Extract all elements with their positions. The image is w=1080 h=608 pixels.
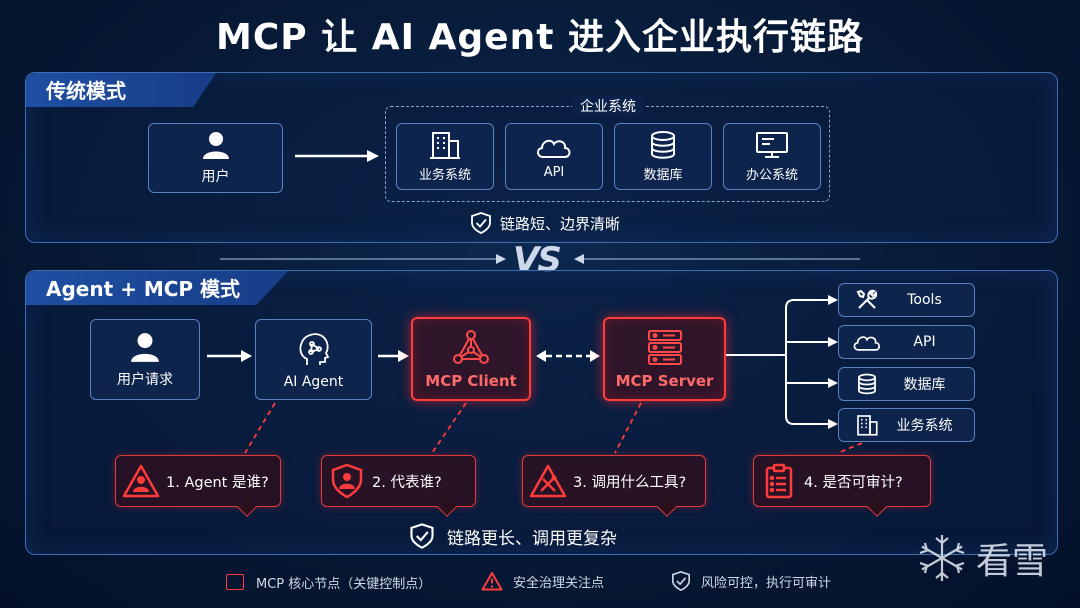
snowflake-icon <box>919 535 965 581</box>
target-database: 数据库 <box>838 367 975 401</box>
clipboard-icon <box>754 463 804 499</box>
arrow-agent-to-client <box>378 350 409 362</box>
ai-head-icon <box>299 332 329 365</box>
question-bubble-1: 1. Agent 是谁? <box>115 455 281 507</box>
arrow-user-to-systems <box>295 150 379 162</box>
system-business: 业务系统 <box>396 123 494 190</box>
arrow-client-server-bidirectional <box>536 350 600 362</box>
tools-icon <box>839 288 895 312</box>
target-tools: Tools <box>838 283 975 317</box>
system-database-label: 数据库 <box>643 168 683 183</box>
database-icon <box>839 372 895 396</box>
traditional-summary: 链路短、边界清晰 <box>470 211 620 235</box>
question-bubble-2: 2. 代表谁? <box>321 455 476 507</box>
question-1-label: 1. Agent 是谁? <box>166 474 269 491</box>
system-office: 办公系统 <box>723 123 821 190</box>
mcp-server-label: MCP Server <box>615 372 714 390</box>
mcp-server-node: MCP Server <box>603 317 726 401</box>
agent-mcp-mode-tab: Agent + MCP 模式 <box>26 271 288 305</box>
server-icon <box>647 330 682 365</box>
shield-check-icon <box>410 523 434 549</box>
database-icon <box>651 131 675 159</box>
shield-user-icon <box>322 463 372 499</box>
agent-mode-summary: 链路更长、调用更复杂 <box>409 521 617 551</box>
legend-risk-controlled-label: 风险可控，执行可审计 <box>701 575 832 591</box>
warning-user-icon <box>116 464 166 498</box>
watermark-label: 看雪 <box>976 541 1049 582</box>
traditional-user-label: 用户 <box>201 169 230 185</box>
server-to-targets-connector <box>726 295 838 429</box>
traditional-user-node: 用户 <box>148 123 283 193</box>
traditional-mode-tab: 传统模式 <box>26 73 216 107</box>
traditional-summary-label: 链路短、边界清晰 <box>500 214 621 233</box>
system-database: 数据库 <box>614 123 712 190</box>
user-icon <box>131 332 159 362</box>
target-api-label: API <box>913 334 936 350</box>
ai-agent-node: AI Agent <box>255 319 372 400</box>
arrow-user-to-agent <box>207 350 252 362</box>
enterprise-systems-title: 企业系统 <box>572 96 644 116</box>
ai-agent-label: AI Agent <box>283 373 344 390</box>
target-api: API <box>838 325 975 359</box>
target-database-label: 数据库 <box>903 377 946 393</box>
warning-tools-icon <box>523 464 573 498</box>
shield-check-icon <box>672 571 690 591</box>
legend-security-focus-label: 安全治理关注点 <box>513 575 605 591</box>
question-bubble-3: 3. 调用什么工具? <box>522 455 706 507</box>
red-square-icon <box>226 574 244 590</box>
page-title: MCP 让 AI Agent 进入企业执行链路 <box>216 17 864 58</box>
target-business-label: 业务系统 <box>896 418 953 434</box>
building-icon <box>839 413 895 437</box>
watermark: 看雪 <box>916 532 1048 584</box>
system-api-label: API <box>543 165 565 180</box>
legend-core-node: MCP 核心节点（关键控制点） <box>226 572 431 592</box>
vs-divider-lines <box>220 254 860 264</box>
question-bubble-4: 4. 是否可审计? <box>753 455 931 507</box>
question-4-label: 4. 是否可审计? <box>804 474 903 491</box>
monitor-icon <box>756 132 788 158</box>
target-tools-label: Tools <box>907 292 942 308</box>
system-api: API <box>505 123 603 190</box>
shield-check-icon <box>471 212 491 234</box>
legend-core-node-label: MCP 核心节点（关键控制点） <box>256 576 432 592</box>
question-3-label: 3. 调用什么工具? <box>573 474 687 491</box>
network-icon <box>453 330 489 364</box>
target-business: 业务系统 <box>838 408 975 442</box>
legend-security-focus: 安全治理关注点 <box>481 571 604 591</box>
user-request-node: 用户请求 <box>90 319 200 400</box>
building-icon <box>430 132 460 159</box>
system-office-label: 办公系统 <box>745 168 798 183</box>
system-business-label: 业务系统 <box>418 168 471 183</box>
user-icon <box>202 132 229 159</box>
question-2-label: 2. 代表谁? <box>372 474 442 491</box>
mcp-client-node: MCP Client <box>411 317 531 401</box>
cloud-icon <box>537 139 571 158</box>
mcp-client-label: MCP Client <box>425 372 517 390</box>
legend-risk-controlled: 风险可控，执行可审计 <box>671 571 831 591</box>
user-request-label: 用户请求 <box>117 371 173 388</box>
warning-icon <box>481 572 503 591</box>
agent-mode-summary-label: 链路更长、调用更复杂 <box>447 528 617 549</box>
cloud-icon <box>839 331 895 353</box>
